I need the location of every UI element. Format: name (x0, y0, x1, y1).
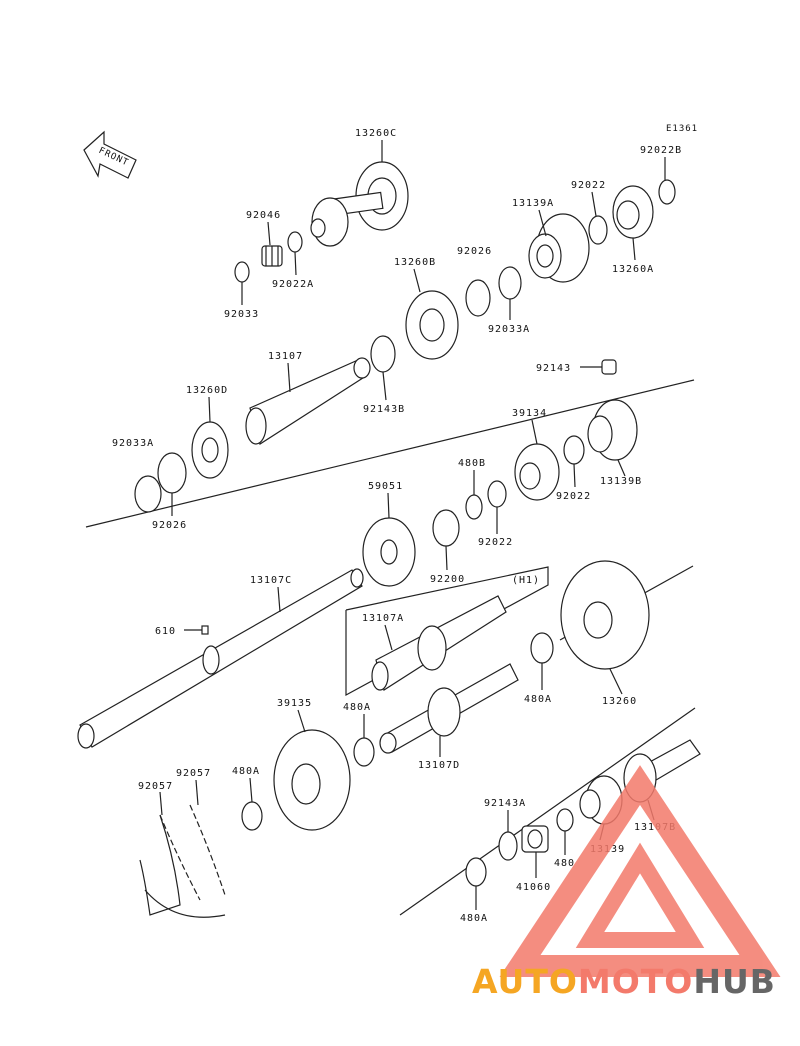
label-92033a-left: 92033A (112, 438, 154, 449)
label-13107a: 13107A (362, 613, 404, 624)
label-13107b: 13107B (634, 822, 676, 833)
washer-92022-right (563, 435, 585, 465)
label-92022b: 92022B (640, 145, 682, 156)
label-480a-center: 480A (343, 702, 371, 713)
label-610: 610 (155, 626, 176, 637)
label-13139a: 13139A (512, 198, 554, 209)
svg-text:AUTOMOTOHUB: AUTOMOTOHUB (472, 962, 776, 1001)
label-92143: 92143 (536, 363, 571, 374)
bearing-92046 (261, 245, 283, 267)
label-13260b: 13260B (394, 257, 436, 268)
bushing-92143a (498, 831, 518, 861)
label-480a-bottom: 480A (460, 913, 488, 924)
circlip-92033a (498, 266, 522, 300)
label-92022-mid: 92022 (478, 537, 513, 548)
label-92200: 92200 (430, 574, 465, 585)
label-92143a: 92143A (484, 798, 526, 809)
circlip-480a-right (530, 632, 554, 664)
group-label-h1: (H1) (512, 575, 540, 586)
label-92057-top: 92057 (176, 768, 211, 779)
watermark-logo (499, 765, 781, 977)
pin-610 (184, 625, 209, 635)
label-13107c: 13107C (250, 575, 292, 586)
label-92026-top: 92026 (457, 246, 492, 257)
label-13260c: 13260C (355, 128, 397, 139)
label-41060: 41060 (516, 882, 551, 893)
circlip-480a-left (241, 801, 263, 831)
gear-13260c (310, 161, 409, 247)
label-92022: 92022 (571, 180, 606, 191)
label-13107d: 13107D (418, 760, 460, 771)
shaft-13107 (245, 357, 371, 445)
warning-triangle-inner-icon (575, 842, 705, 948)
label-92026-left: 92026 (152, 520, 187, 531)
logo-wordmark: AUTOMOTOHUB (472, 962, 776, 1001)
label-92022-right: 92022 (556, 491, 591, 502)
circlip-92033 (234, 261, 250, 283)
washer-92022-mid (487, 480, 507, 508)
label-480a-left: 480A (232, 766, 260, 777)
label-480b: 480B (458, 458, 486, 469)
label-13260a: 13260A (612, 264, 654, 275)
label-13260: 13260 (602, 696, 637, 707)
label-92046: 92046 (246, 210, 281, 221)
leader-lines (159, 140, 666, 910)
warning-triangle-icon (499, 765, 781, 977)
label-13107: 13107 (268, 351, 303, 362)
bushing-92143b (370, 335, 396, 373)
gear-13260b (405, 290, 459, 360)
shaft-13107a (371, 595, 507, 691)
washer-92022b (658, 179, 676, 205)
chain-92057 (139, 804, 226, 918)
label-92057-left: 92057 (138, 781, 173, 792)
washer-92022 (588, 215, 608, 245)
label-39135: 39135 (277, 698, 312, 709)
gear-13260a (612, 185, 654, 239)
circlip-480a-bottom (465, 857, 487, 887)
front-arrow-icon: FRONT (83, 130, 137, 179)
circlip-480a-center (353, 737, 375, 767)
circlip-92022a (287, 231, 303, 253)
gear-59051 (362, 517, 416, 587)
label-13139b: 13139B (600, 476, 642, 487)
bushing-92143 (601, 359, 617, 375)
logo-part-hub: HUB (693, 962, 776, 1001)
circlip-480b (465, 494, 483, 520)
logo-part-moto: MOTO (578, 962, 693, 1001)
washer-92026 (465, 279, 491, 317)
collar-41060 (521, 825, 549, 853)
label-92143b: 92143B (363, 404, 405, 415)
gear-13260d (191, 421, 229, 479)
logo-part-auto: AUTO (472, 962, 578, 1001)
diagram-code: E1361 (666, 124, 698, 134)
gear-13139a (528, 213, 590, 283)
label-92033: 92033 (224, 309, 259, 320)
circlip-480 (556, 808, 574, 832)
label-480a-right: 480A (524, 694, 552, 705)
circlip-92033a-lower (134, 475, 162, 513)
shaft-13107c (77, 568, 364, 749)
label-13260d: 13260D (186, 385, 228, 396)
gear-39134 (514, 443, 560, 501)
label-39134: 39134 (512, 408, 547, 419)
gear-13139b (587, 399, 638, 461)
label-92033a-top: 92033A (488, 324, 530, 335)
label-480: 480 (554, 858, 575, 869)
gear-13260 (560, 560, 650, 670)
label-92022a: 92022A (272, 279, 314, 290)
label-59051: 59051 (368, 481, 403, 492)
gear-39135 (273, 729, 351, 831)
washer-92026-lower (157, 452, 187, 494)
washer-92200 (432, 509, 460, 547)
shaft-13107d (379, 663, 519, 754)
